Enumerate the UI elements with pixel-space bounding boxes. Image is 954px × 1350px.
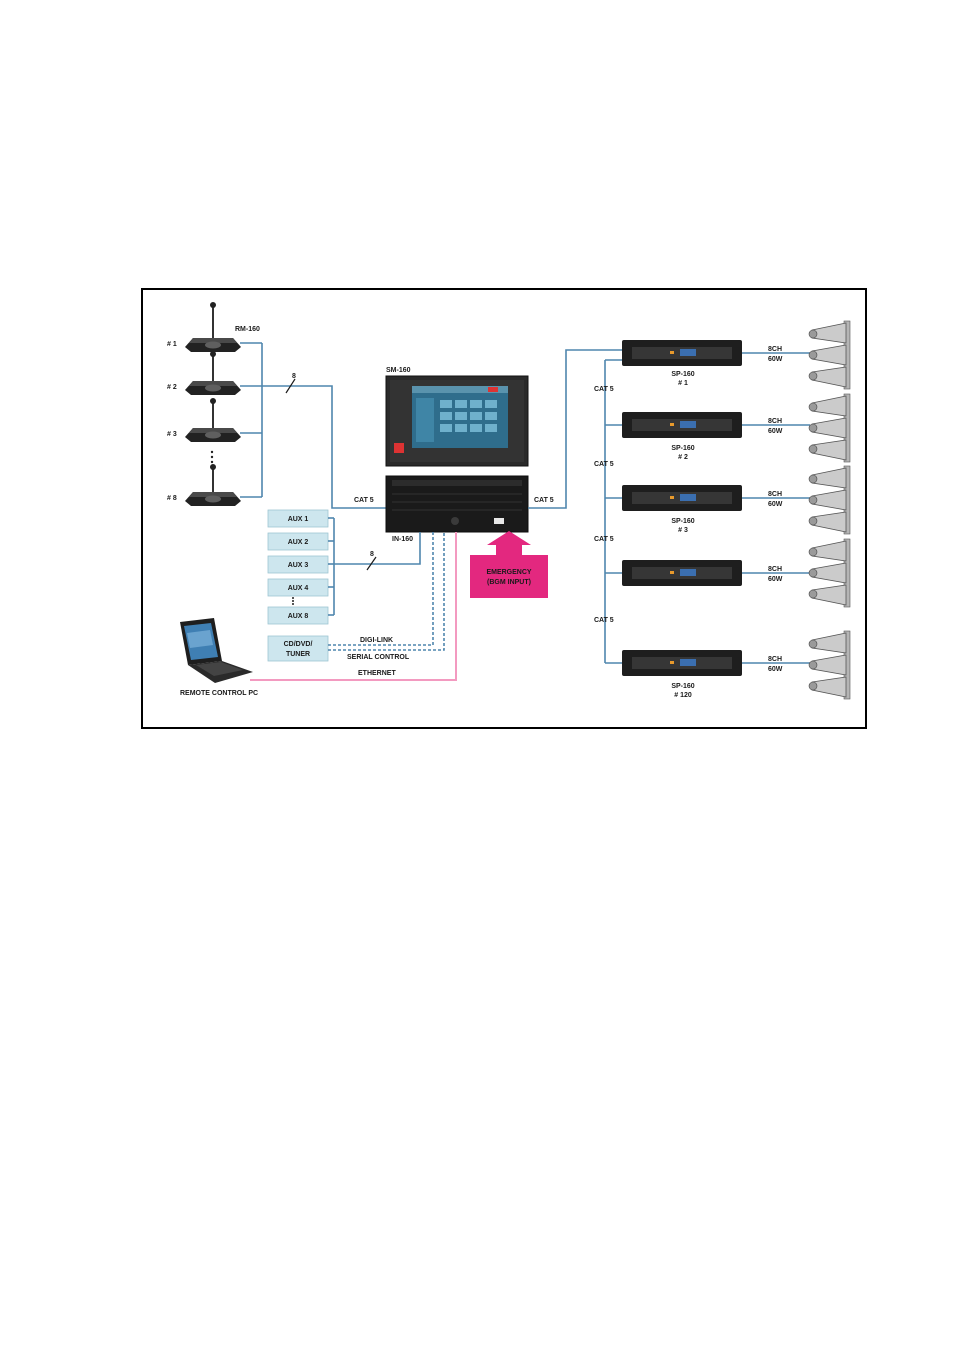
source-label-line1: CD/DVD/ bbox=[284, 641, 313, 648]
aux-input-group: AUX 1 AUX 2 AUX 3 AUX 4 AUX 8 bbox=[267, 509, 329, 625]
amplifier-icon bbox=[622, 560, 742, 586]
aux-label: AUX 1 bbox=[288, 516, 309, 523]
microphone-group: RM-160 # 1 # 2 bbox=[167, 302, 260, 506]
amp-chain-cable-label: CAT 5 bbox=[594, 536, 614, 543]
rack-unit-icon bbox=[385, 475, 529, 533]
speaker-power-label: 60W bbox=[768, 356, 783, 363]
amplifier-unit bbox=[622, 340, 742, 366]
amplifier-icon bbox=[622, 650, 742, 676]
microphone-unit bbox=[185, 464, 241, 506]
amplifier-model-label: SP-160 bbox=[671, 518, 694, 525]
microphone-icon bbox=[185, 351, 241, 395]
microphone-unit bbox=[185, 302, 241, 352]
amp-chain-cable-label: CAT 5 bbox=[594, 461, 614, 468]
speaker-channels-label: 8CH bbox=[768, 566, 782, 573]
source-box: CD/DVD/ TUNER bbox=[267, 635, 329, 662]
aux-wiring: 8 bbox=[328, 517, 421, 616]
aux-label: AUX 3 bbox=[288, 562, 309, 569]
source-label-line2: TUNER bbox=[286, 651, 310, 658]
ellipsis-dots bbox=[210, 450, 214, 464]
microphone-label: # 8 bbox=[167, 495, 177, 502]
speaker-power-label: 60W bbox=[768, 576, 783, 583]
microphone-icon bbox=[185, 302, 241, 352]
amplifier-unit bbox=[622, 560, 742, 586]
microphone-wiring: 8 bbox=[240, 342, 386, 509]
speaker-power-label: 60W bbox=[768, 666, 783, 673]
emergency-box: EMERGENCY (BGM INPUT) bbox=[470, 555, 548, 598]
speaker-power-label: 60W bbox=[768, 428, 783, 435]
laptop-icon bbox=[180, 618, 253, 683]
amplifier-id-label: # 120 bbox=[674, 692, 692, 699]
microphone-icon bbox=[185, 398, 241, 442]
serial-control-label: SERIAL CONTROL bbox=[347, 654, 410, 661]
amplifier-unit bbox=[622, 485, 742, 511]
speaker-channels-label: 8CH bbox=[768, 418, 782, 425]
emergency-label-line1: EMERGENCY bbox=[486, 569, 531, 576]
microphone-label: # 3 bbox=[167, 431, 177, 438]
amplifier-icon bbox=[622, 485, 742, 511]
speaker-channels-label: 8CH bbox=[768, 491, 782, 498]
speaker-power-label: 60W bbox=[768, 501, 783, 508]
microphone-label: # 1 bbox=[167, 341, 177, 348]
speaker-icon bbox=[808, 538, 851, 608]
monitor-model-label: SM-160 bbox=[386, 367, 411, 374]
input-cable-label: CAT 5 bbox=[354, 497, 374, 504]
microphone-model-label: RM-160 bbox=[235, 326, 260, 333]
amplifier-id-label: # 1 bbox=[678, 380, 688, 387]
amp-chain-cable-label: CAT 5 bbox=[594, 386, 614, 393]
main-unit-model-label: IN-160 bbox=[392, 536, 413, 543]
emergency-label-line2: (BGM INPUT) bbox=[487, 579, 531, 586]
amplifier-icon bbox=[622, 412, 742, 438]
ethernet-label: ETHERNET bbox=[358, 670, 396, 677]
amplifier-model-label: SP-160 bbox=[671, 371, 694, 378]
output-cable-label: CAT 5 bbox=[534, 497, 554, 504]
output-wiring bbox=[528, 349, 622, 664]
aux-label: AUX 2 bbox=[288, 539, 309, 546]
speaker-icon bbox=[808, 393, 851, 463]
bus-slash bbox=[366, 556, 377, 571]
amp-chain-cable-label: CAT 5 bbox=[594, 617, 614, 624]
ellipsis-dots bbox=[292, 597, 294, 605]
microphone-label: # 2 bbox=[167, 384, 177, 391]
amplifier-id-label: # 2 bbox=[678, 454, 688, 461]
speaker-icon bbox=[808, 630, 851, 700]
amplifier-model-label: SP-160 bbox=[671, 683, 694, 690]
remote-pc-label: REMOTE CONTROL PC bbox=[180, 690, 258, 697]
aux-label: AUX 8 bbox=[288, 613, 309, 620]
amplifier-model-label: SP-160 bbox=[671, 445, 694, 452]
speaker-channels-label: 8CH bbox=[768, 346, 782, 353]
arrow-up-icon bbox=[487, 531, 531, 556]
speaker-icon bbox=[808, 320, 851, 390]
monitor-icon bbox=[385, 375, 529, 467]
speaker-channels-label: 8CH bbox=[768, 656, 782, 663]
microphone-unit bbox=[185, 351, 241, 395]
digi-link-label: DIGI-LINK bbox=[360, 637, 393, 644]
aux-bus-count: 8 bbox=[370, 551, 374, 558]
microphone-icon bbox=[185, 464, 241, 506]
aux-label: AUX 4 bbox=[288, 585, 309, 592]
amplifier-icon bbox=[622, 340, 742, 366]
amplifier-unit bbox=[622, 412, 742, 438]
amplifier-unit bbox=[622, 650, 742, 676]
microphone-unit bbox=[185, 398, 241, 442]
amplifier-id-label: # 3 bbox=[678, 527, 688, 534]
speaker-wiring bbox=[742, 352, 810, 664]
speaker-icon bbox=[808, 465, 851, 535]
control-wiring bbox=[250, 532, 457, 681]
microphone-bus-count: 8 bbox=[292, 373, 296, 380]
bus-slash bbox=[285, 378, 296, 394]
